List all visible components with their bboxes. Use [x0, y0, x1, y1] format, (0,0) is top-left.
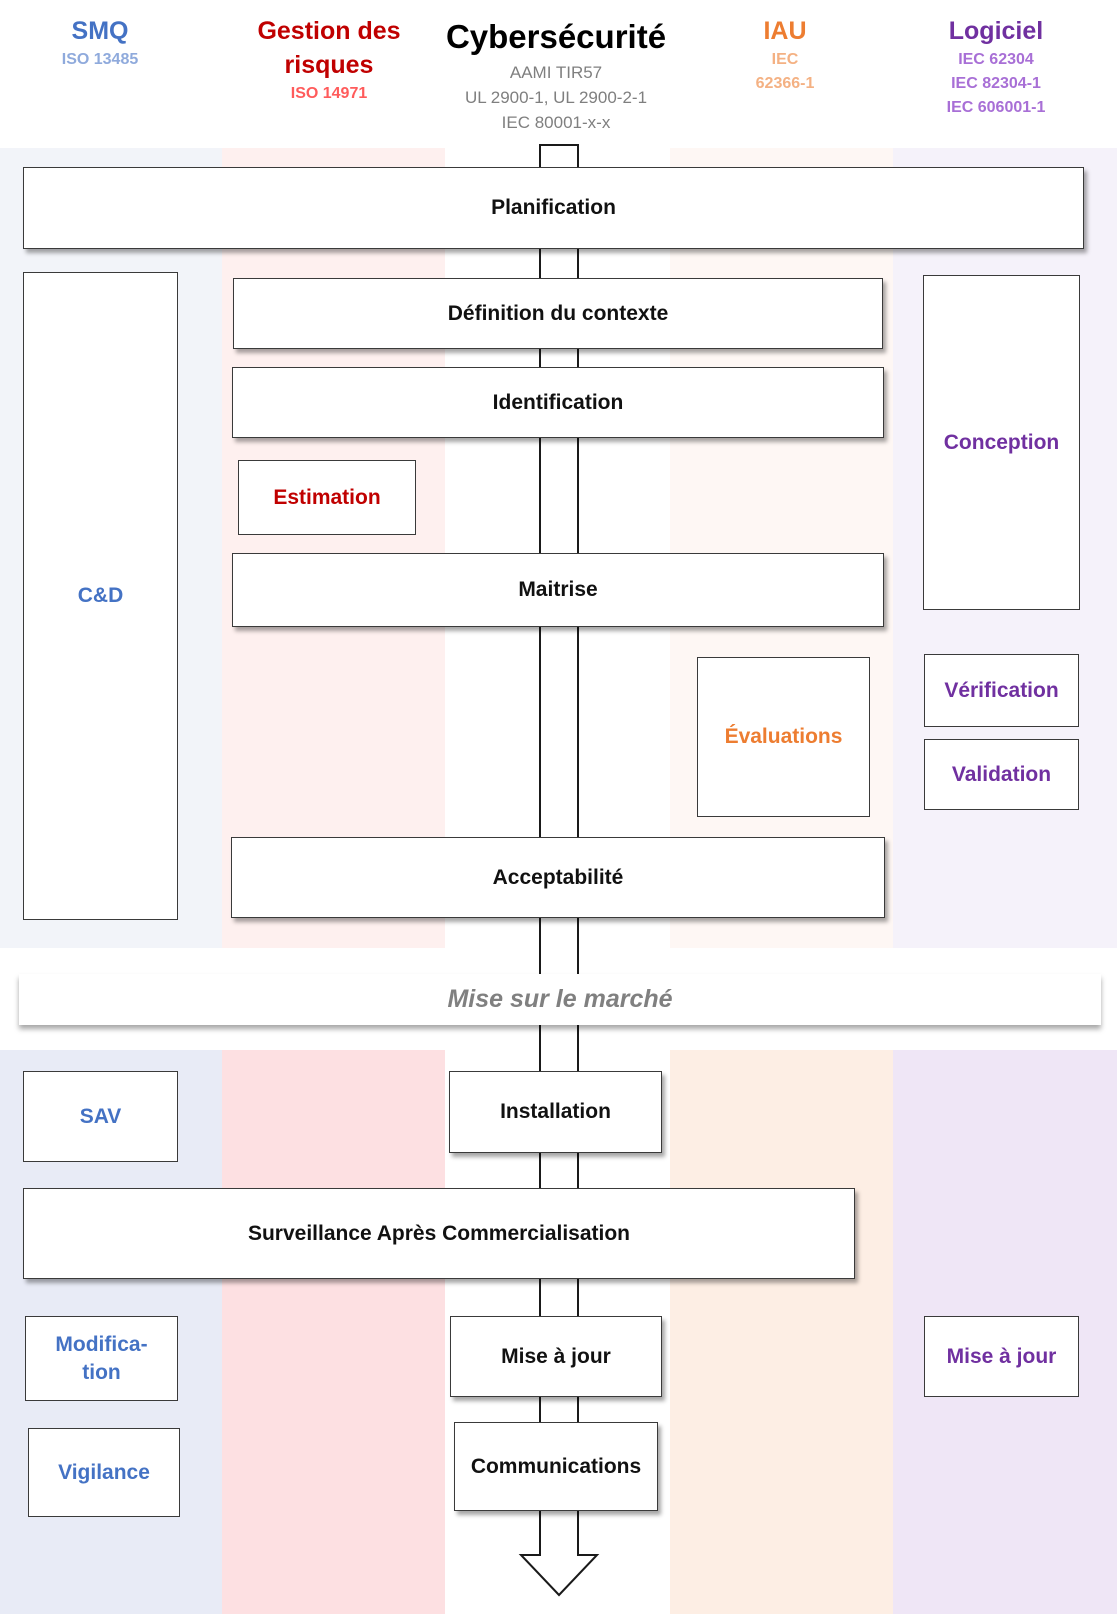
header-iau-title: IAU	[763, 17, 807, 45]
modification-box: Modifica- tion	[25, 1316, 178, 1401]
header-cyber-standard-2: UL 2900-1, UL 2900-2-1	[464, 88, 648, 107]
header-smq-standard: ISO 13485	[61, 51, 139, 68]
header-risk-title: Gestion des risques	[257, 17, 401, 79]
maitrise-box: Maitrise	[232, 553, 884, 627]
header-software-title: Logiciel	[948, 17, 1044, 45]
header-iau-standard-1: IEC	[771, 51, 799, 68]
identification-box: Identification	[232, 367, 884, 438]
acceptabilite-box: Acceptabilité	[231, 837, 885, 918]
cd-box: C&D	[23, 272, 178, 920]
header-smq: SMQ ISO 13485	[0, 14, 200, 72]
evaluations-box: Évaluations	[697, 657, 870, 817]
verification-box: Vérification	[924, 654, 1079, 727]
header-cyber-title: Cybersécurité	[445, 18, 667, 55]
header-software-standard-1: IEC 62304	[958, 51, 1034, 68]
header-smq-title: SMQ	[71, 17, 129, 45]
header-cyber-standard-3: IEC 80001-x-x	[501, 113, 611, 132]
header-risk: Gestion des risques ISO 14971	[218, 14, 440, 106]
estimation-box: Estimation	[238, 460, 416, 535]
mise-a-jour-cyber-box: Mise à jour	[450, 1316, 662, 1397]
header-software: Logiciel IEC 62304 IEC 82304-1 IEC 60600…	[896, 14, 1096, 120]
header-cyber: Cybersécurité AAMI TIR57 UL 2900-1, UL 2…	[430, 14, 682, 135]
header-software-standard-3: IEC 606001-1	[946, 99, 1046, 116]
header-iau-standard-2: 62366-1	[755, 75, 815, 92]
definition-contexte-box: Définition du contexte	[233, 278, 883, 349]
mise-a-jour-software-box: Mise à jour	[924, 1316, 1079, 1397]
communications-box: Communications	[454, 1422, 658, 1511]
header-cyber-standard-1: AAMI TIR57	[509, 63, 603, 82]
conception-box: Conception	[923, 275, 1080, 610]
vigilance-box: Vigilance	[28, 1428, 180, 1517]
sav-box: SAV	[23, 1071, 178, 1162]
iau-band-postmarket	[670, 1050, 893, 1614]
validation-box: Validation	[924, 739, 1079, 810]
risk-band-postmarket	[222, 1050, 445, 1614]
header-software-standard-2: IEC 82304-1	[951, 75, 1041, 92]
header-iau: IAU IEC 62366-1	[690, 14, 880, 96]
market-banner: Mise sur le marché	[19, 974, 1101, 1025]
surveillance-box: Surveillance Après Commercialisation	[23, 1188, 855, 1279]
planification-box: Planification	[23, 167, 1084, 249]
header-risk-standard: ISO 14971	[290, 85, 368, 102]
installation-box: Installation	[449, 1071, 662, 1153]
